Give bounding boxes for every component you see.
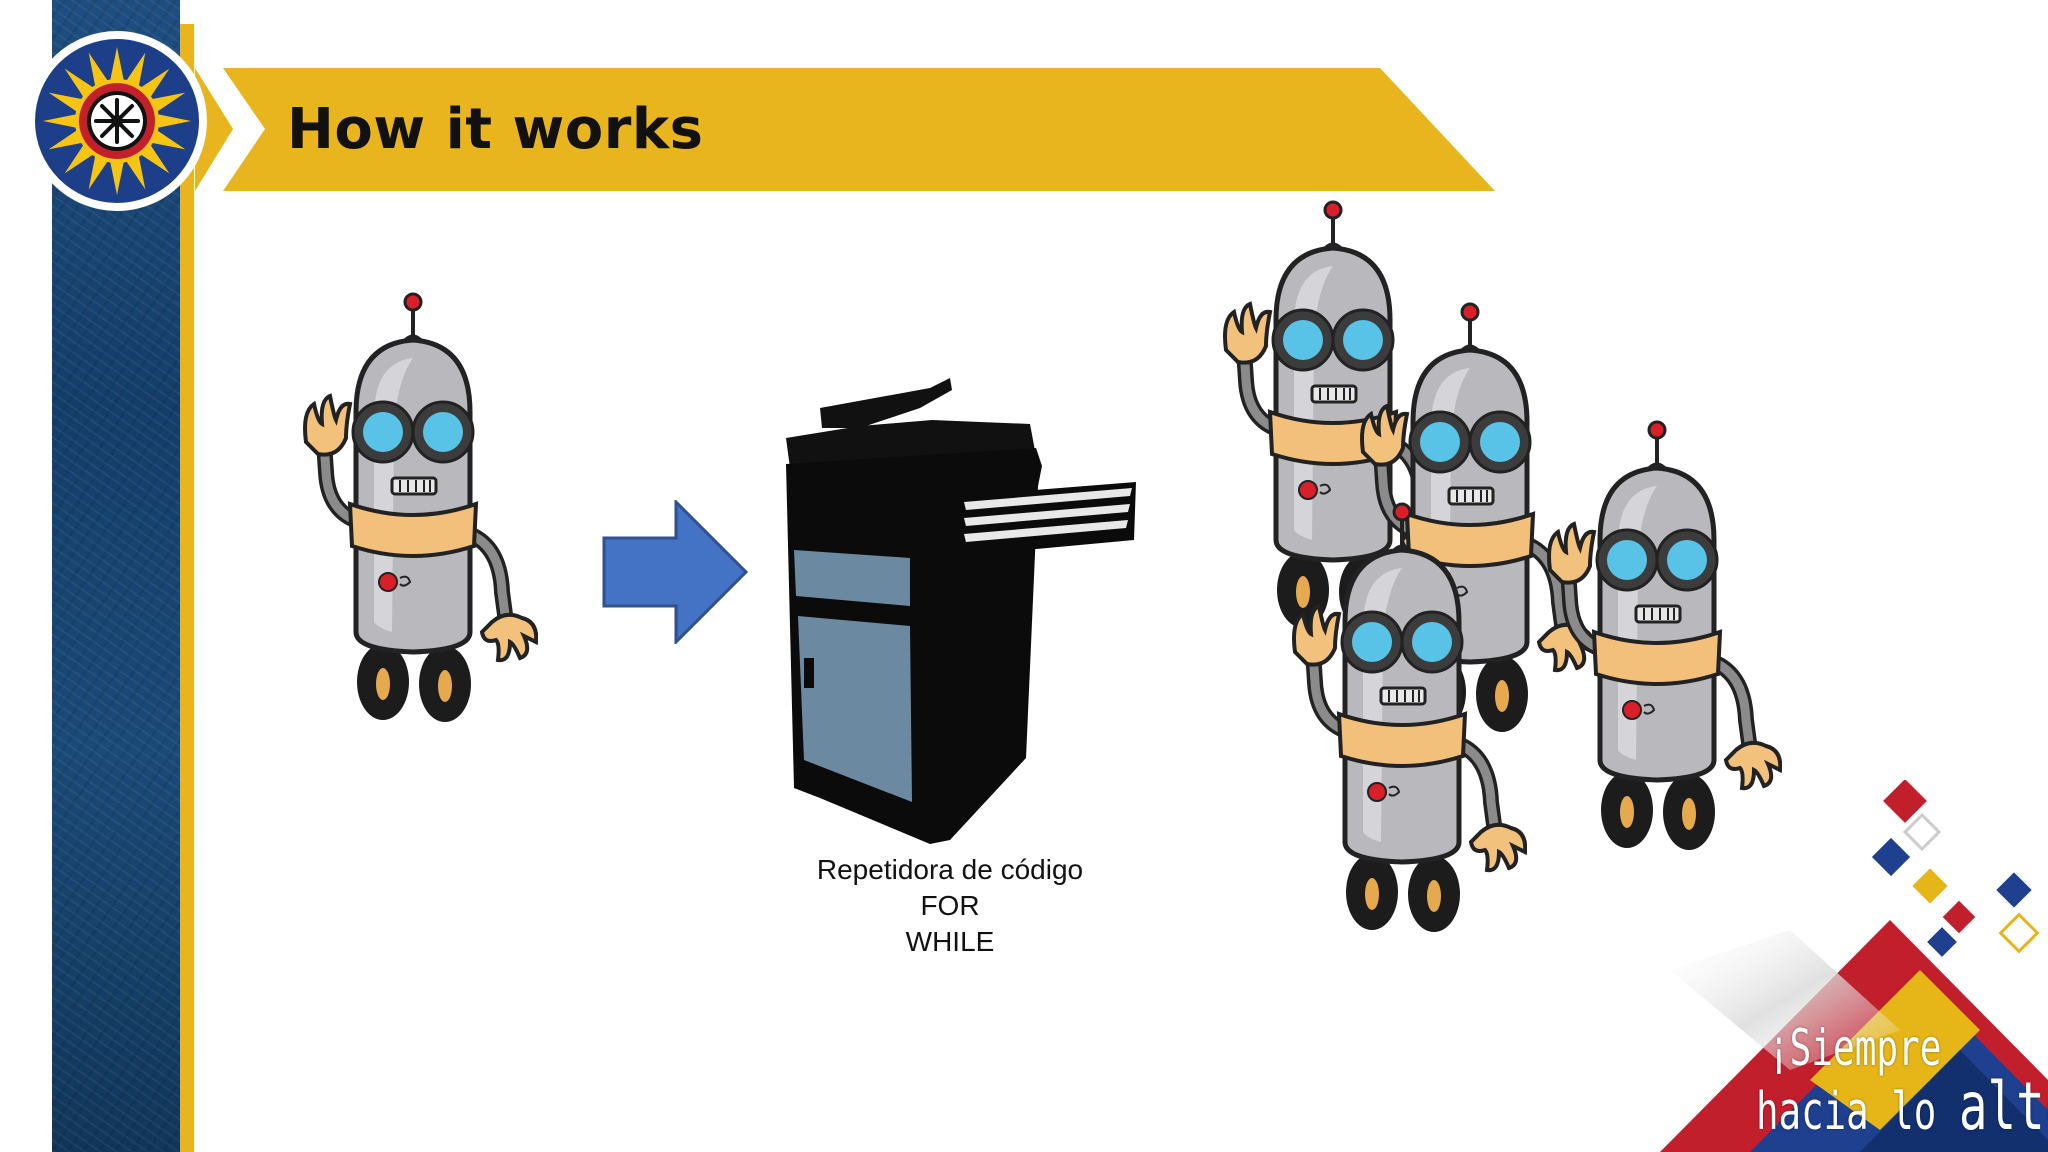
- sun-ray: [150, 129, 186, 150]
- sun-ray: [139, 68, 170, 99]
- caption-line-1: Repetidora de código: [816, 854, 1084, 885]
- sun-ray: [64, 143, 95, 174]
- sun-ray: [43, 113, 78, 129]
- caption-line-2: FOR: [920, 890, 980, 921]
- slogan-line-2-prefix: hacia lo: [1756, 1082, 1959, 1142]
- sun-ray: [88, 52, 109, 88]
- sun-ray: [156, 113, 191, 129]
- sun-ray: [125, 52, 146, 88]
- sun-ray: [109, 47, 125, 82]
- sun-ray: [125, 154, 146, 190]
- sun-ray: [109, 160, 125, 195]
- university-seal-icon: [27, 31, 207, 211]
- sun-ray: [139, 143, 170, 174]
- copier-caption: Repetidora de código FOR WHILE: [760, 852, 1140, 960]
- caption-line-3: WHILE: [905, 926, 995, 957]
- sun-ray: [88, 154, 109, 190]
- photocopier-icon: [786, 378, 1136, 844]
- corner-decoration: [1660, 780, 2048, 1152]
- sidebar-gold-stripe: [180, 24, 194, 1152]
- robot-icon: [288, 292, 538, 732]
- right-arrow-icon: [602, 500, 748, 644]
- sun-ray: [64, 68, 95, 99]
- robot-icon: [1277, 502, 1527, 942]
- slide-title: How it works: [287, 97, 704, 162]
- slogan-line-2: hacia lo alto!: [1756, 1074, 2048, 1142]
- title-banner: [195, 68, 1495, 191]
- slogan-line-2-emphasis: alto!: [1958, 1068, 2048, 1145]
- sun-ray: [150, 92, 186, 113]
- sun-ray: [48, 92, 84, 113]
- sun-ray: [48, 129, 84, 150]
- slogan-line-1: ¡Siempre: [1768, 1019, 1942, 1077]
